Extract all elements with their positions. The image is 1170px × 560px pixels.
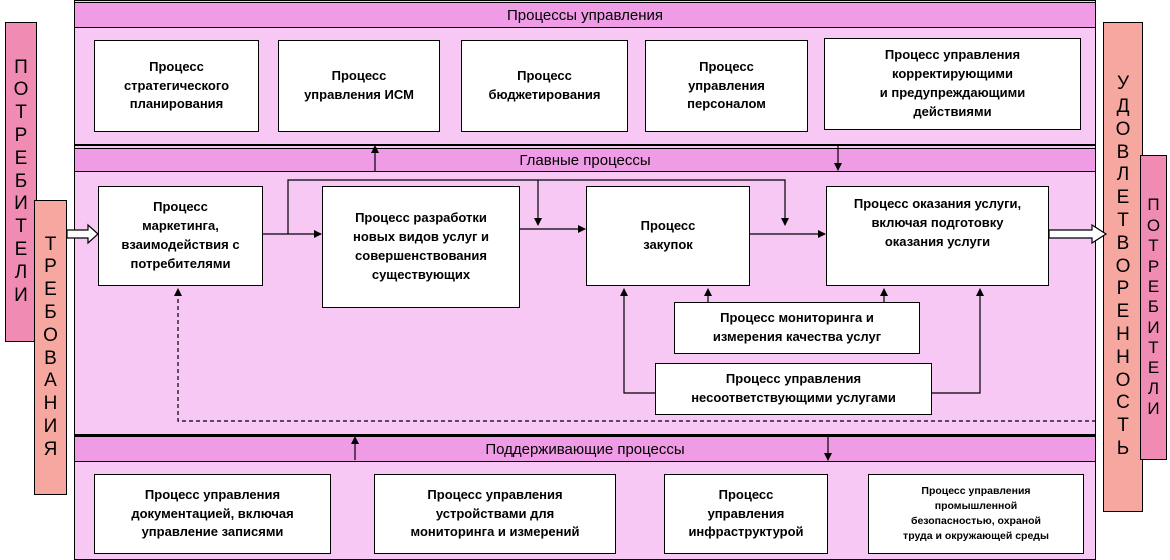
quality-monitoring-process: Процесс мониторинга и измерения качества… <box>674 302 920 354</box>
safety-environment-process: Процесс управления промышленной безопасн… <box>868 474 1084 554</box>
marketing-process: Процесс маркетинга, взаимодействия с пот… <box>98 186 263 286</box>
measuring-devices-process: Процесс управления устройствами для мони… <box>374 474 616 554</box>
main-processes-header: Главные процессы <box>74 148 1096 172</box>
infrastructure-management-process: Процесс управления инфраструктурой <box>664 474 828 554</box>
consumers-right-label: П О Т Р Е Б И Т Е Л И <box>1140 155 1167 460</box>
budgeting-process: Процесс бюджетирования <box>461 40 628 132</box>
strategic-planning-process: Процесс стратегического планирования <box>94 40 259 132</box>
management-processes-header: Процессы управления <box>74 2 1096 28</box>
requirements-label: Т Р Е Б О В А Н И Я <box>34 200 67 495</box>
purchasing-process: Процесс закупок <box>586 186 750 286</box>
consumers-left-label: П О Т Р Е Б И Т Е Л И <box>5 22 37 342</box>
support-processes-header: Поддерживающие процессы <box>74 436 1096 462</box>
satisfaction-label: У Д О В Л Е Т В О Р Е Н Н О С Т Ь <box>1103 22 1143 512</box>
development-process: Процесс разработки новых видов услуг и с… <box>322 186 520 308</box>
corrective-actions-process: Процесс управления корректирующими и пре… <box>824 38 1081 130</box>
nonconforming-services-process: Процесс управления несоответствующими ус… <box>655 363 932 415</box>
ism-management-process: Процесс управления ИСМ <box>278 40 440 132</box>
personnel-management-process: Процесс управления персоналом <box>645 40 808 132</box>
service-delivery-process: Процесс оказания услуги, включая подгото… <box>826 186 1049 286</box>
documentation-management-process: Процесс управления документацией, включа… <box>94 474 331 554</box>
